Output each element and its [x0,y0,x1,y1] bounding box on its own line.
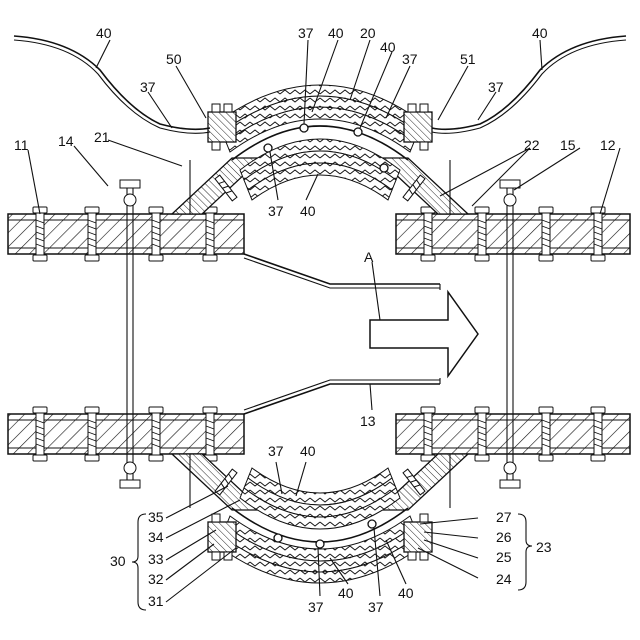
label-40: 40 [300,203,316,219]
label-40: 40 [532,25,548,41]
label-14: 14 [58,133,74,149]
label-21: 21 [94,129,110,145]
label-37: 37 [298,25,314,41]
label-37: 37 [402,51,418,67]
label-37: 37 [368,599,384,615]
label-40: 40 [96,25,112,41]
label-32: 32 [148,571,164,587]
label-13: 13 [360,413,376,429]
label-37: 37 [268,443,284,459]
label-A: A [364,249,374,265]
label-33: 33 [148,551,164,567]
label-24: 24 [496,571,512,587]
label-35: 35 [148,509,164,525]
label-26: 26 [496,529,512,545]
label-31: 31 [148,593,164,609]
label-40: 40 [338,585,354,601]
label-40: 40 [380,39,396,55]
label-27: 27 [496,509,512,525]
label-20: 20 [360,25,376,41]
label-40: 40 [300,443,316,459]
label-51: 51 [460,51,476,67]
label-22: 22 [524,137,540,153]
label-15: 15 [560,137,576,153]
label-11: 11 [14,137,29,153]
label-50: 50 [166,51,182,67]
bracket-30 [132,514,146,610]
label-37: 37 [268,203,284,219]
label-23: 23 [536,539,552,555]
label-30: 30 [110,553,126,569]
label-40: 40 [328,25,344,41]
upper-seal-housing [172,85,468,214]
label-37: 37 [488,79,504,95]
label-12: 12 [600,137,616,153]
label-25: 25 [496,549,512,565]
label-34: 34 [148,529,164,545]
label-37: 37 [308,599,324,615]
bracket-23 [518,514,532,590]
label-40: 40 [398,585,414,601]
flow-arrow [370,292,478,376]
label-37: 37 [140,79,156,95]
